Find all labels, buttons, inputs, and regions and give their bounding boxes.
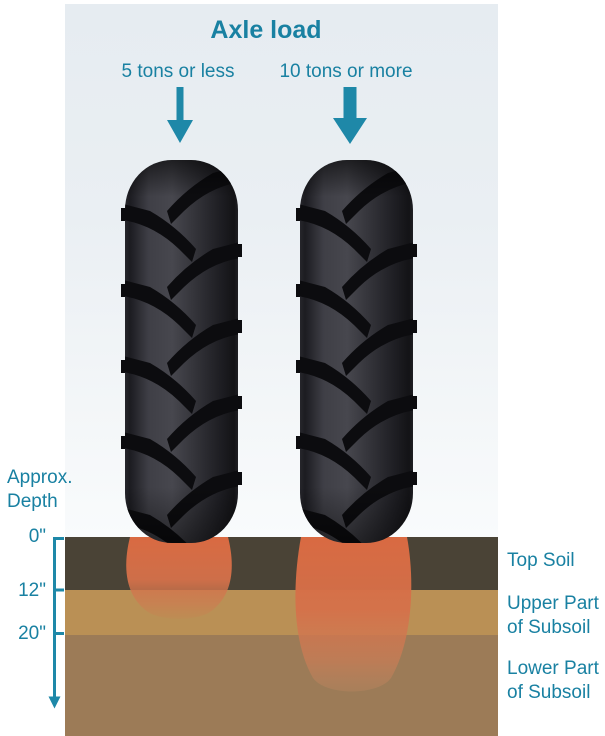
diagram-title: Axle load <box>210 16 322 44</box>
depth-ruler-arrowhead-icon <box>48 696 61 709</box>
tire-heavy-load <box>296 160 417 566</box>
compaction-zone-light-load <box>126 537 232 619</box>
depth-tick-12: 12" <box>18 580 46 601</box>
thick-down-arrow-icon <box>333 87 367 144</box>
depth-tick-20: 20" <box>18 623 46 644</box>
tire-light-load <box>121 160 242 566</box>
load-label-heavy: 10 tons or more <box>279 61 413 82</box>
topsoil-label: Top Soil <box>507 550 575 571</box>
depth-ruler <box>53 537 64 700</box>
depth-tick-0: 0" <box>28 526 46 547</box>
load-label-light: 5 tons or less <box>121 61 235 82</box>
lower-subsoil-layer <box>65 635 498 736</box>
upper-subsoil-label: Upper Part of Subsoil <box>507 593 599 638</box>
lower-subsoil-label: Lower Part of Subsoil <box>507 658 599 703</box>
compaction-zone-heavy-load <box>295 537 412 692</box>
depth-scale-title: Approx. Depth <box>7 467 73 512</box>
thin-down-arrow-icon <box>167 87 193 143</box>
